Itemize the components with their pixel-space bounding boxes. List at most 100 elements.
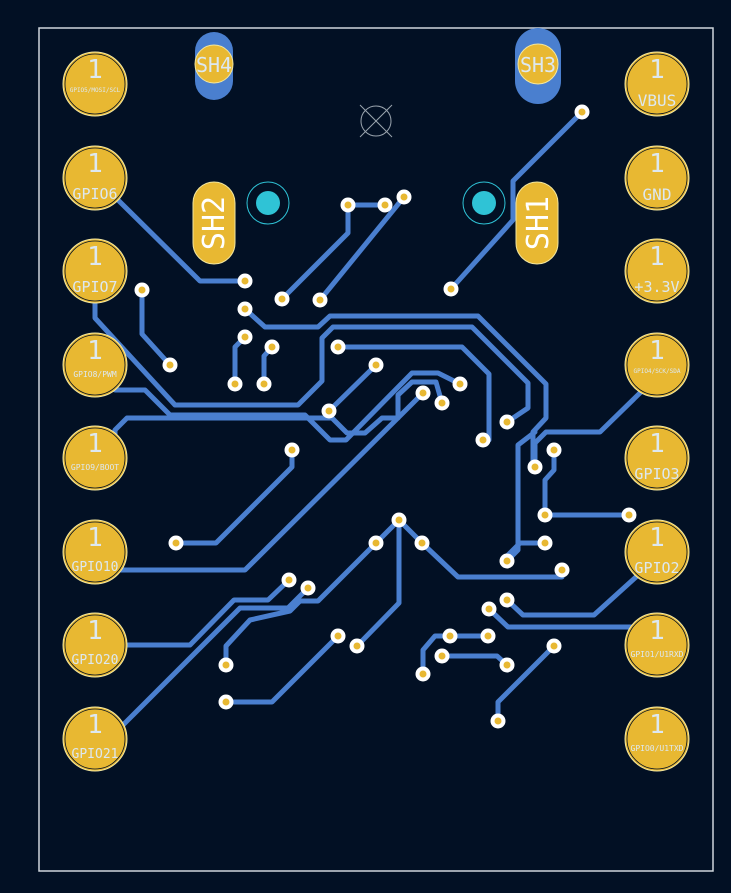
via bbox=[415, 666, 431, 682]
pin-label: GPIO20 bbox=[72, 653, 119, 668]
via bbox=[368, 535, 384, 551]
copper-trace bbox=[223, 633, 341, 705]
via bbox=[499, 592, 515, 608]
via bbox=[134, 282, 150, 298]
fiducial-mark bbox=[359, 104, 393, 138]
via bbox=[349, 638, 365, 654]
shield-pad-sh4: SH4 bbox=[194, 32, 234, 100]
via bbox=[490, 713, 506, 729]
via bbox=[574, 104, 590, 120]
pin-label: +3.3V bbox=[634, 278, 679, 296]
via bbox=[300, 580, 316, 596]
pin-pad: 1 GPIO9/BOOT bbox=[62, 425, 128, 491]
shield-label-sh4: SH4 bbox=[196, 53, 232, 77]
via bbox=[475, 432, 491, 448]
pin-pad: 1 GND bbox=[624, 145, 690, 211]
copper-trace bbox=[279, 202, 351, 302]
via bbox=[546, 638, 562, 654]
via bbox=[499, 657, 515, 673]
via bbox=[621, 507, 637, 523]
mounting-holes bbox=[246, 181, 506, 225]
pin-label: GPIO4/SCK/SDA bbox=[634, 368, 681, 375]
via bbox=[396, 189, 412, 205]
pin-pad: 1 VBUS bbox=[624, 51, 690, 117]
shield-pad-sh2: SH2 bbox=[192, 181, 236, 265]
copper-trace bbox=[112, 390, 426, 573]
copper-trace bbox=[115, 197, 248, 284]
via bbox=[227, 376, 243, 392]
via bbox=[527, 459, 543, 475]
via bbox=[391, 512, 407, 528]
pin-number: 1 bbox=[649, 55, 665, 85]
pin-number: 1 bbox=[87, 710, 103, 740]
via bbox=[321, 403, 337, 419]
pin-number: 1 bbox=[649, 336, 665, 366]
via bbox=[537, 535, 553, 551]
copper-trace bbox=[486, 606, 639, 630]
pin-number: 1 bbox=[649, 242, 665, 272]
via bbox=[330, 628, 346, 644]
pin-number: 1 bbox=[649, 149, 665, 179]
pin-label: GPIO6 bbox=[72, 185, 117, 203]
pin-label: GPIO1/U1RXD bbox=[631, 650, 684, 659]
pin-pad: 1 +3.3V bbox=[624, 238, 690, 304]
shield-label-sh3: SH3 bbox=[520, 53, 556, 77]
shield-pad-sh3: SH3 bbox=[515, 28, 561, 104]
pin-label: GPIO10 bbox=[72, 560, 119, 575]
via bbox=[442, 628, 458, 644]
pin-number: 1 bbox=[649, 523, 665, 553]
pin-pad: 1 GPIO8/PWM bbox=[62, 332, 128, 398]
via bbox=[443, 281, 459, 297]
copper-traces bbox=[92, 109, 646, 736]
copper-trace bbox=[112, 585, 311, 736]
pin-number: 1 bbox=[87, 242, 103, 272]
usb-shield-pads: SH4 SH3 SH2 SH1 bbox=[192, 28, 561, 265]
pin-label: GPIO7 bbox=[72, 278, 117, 296]
via bbox=[281, 572, 297, 588]
right-pin-header: 1 VBUS 1 GND 1 +3.3V 1 GPIO4/SCK/SDA 1 G… bbox=[624, 51, 690, 772]
via bbox=[162, 357, 178, 373]
via bbox=[237, 273, 253, 289]
copper-trace bbox=[92, 299, 531, 425]
pin-label: GPIO21 bbox=[72, 747, 119, 762]
via bbox=[499, 553, 515, 569]
pin-pad: 1 GPIO1/U1RXD bbox=[624, 612, 690, 678]
pin-number: 1 bbox=[87, 523, 103, 553]
pin-pad: 1 GPIO4/SCK/SDA bbox=[624, 332, 690, 398]
pin-pad: 1 GPIO21 bbox=[62, 706, 128, 772]
copper-trace bbox=[139, 287, 173, 368]
shield-label-sh1: SH1 bbox=[521, 196, 556, 250]
via bbox=[554, 562, 570, 578]
via bbox=[330, 339, 346, 355]
via bbox=[256, 376, 272, 392]
copper-trace bbox=[504, 540, 548, 559]
via bbox=[312, 292, 328, 308]
copper-trace bbox=[504, 574, 639, 618]
vias bbox=[134, 104, 637, 729]
via bbox=[434, 395, 450, 411]
pin-number: 1 bbox=[649, 429, 665, 459]
copper-trace bbox=[448, 109, 585, 292]
via bbox=[414, 535, 430, 551]
copper-trace bbox=[354, 517, 402, 649]
pin-label: GPIO8/PWM bbox=[73, 370, 117, 379]
via bbox=[368, 357, 384, 373]
copper-trace bbox=[223, 540, 379, 668]
via bbox=[499, 414, 515, 430]
mounting-hole-left bbox=[256, 191, 280, 215]
via bbox=[537, 507, 553, 523]
pin-pad: 1 GPIO2 bbox=[624, 519, 690, 585]
pin-pad: 1 GPIO7 bbox=[62, 238, 128, 304]
via bbox=[546, 442, 562, 458]
via bbox=[415, 385, 431, 401]
pin-pad: 1 GPIO5/MOSI/SCL bbox=[62, 51, 128, 117]
pin-pad: 1 GPIO20 bbox=[62, 612, 128, 678]
copper-trace bbox=[532, 387, 646, 470]
copper-trace bbox=[317, 194, 407, 303]
pin-number: 1 bbox=[649, 710, 665, 740]
pin-label: GPIO2 bbox=[634, 559, 679, 577]
via bbox=[452, 376, 468, 392]
via bbox=[481, 601, 497, 617]
via bbox=[264, 339, 280, 355]
